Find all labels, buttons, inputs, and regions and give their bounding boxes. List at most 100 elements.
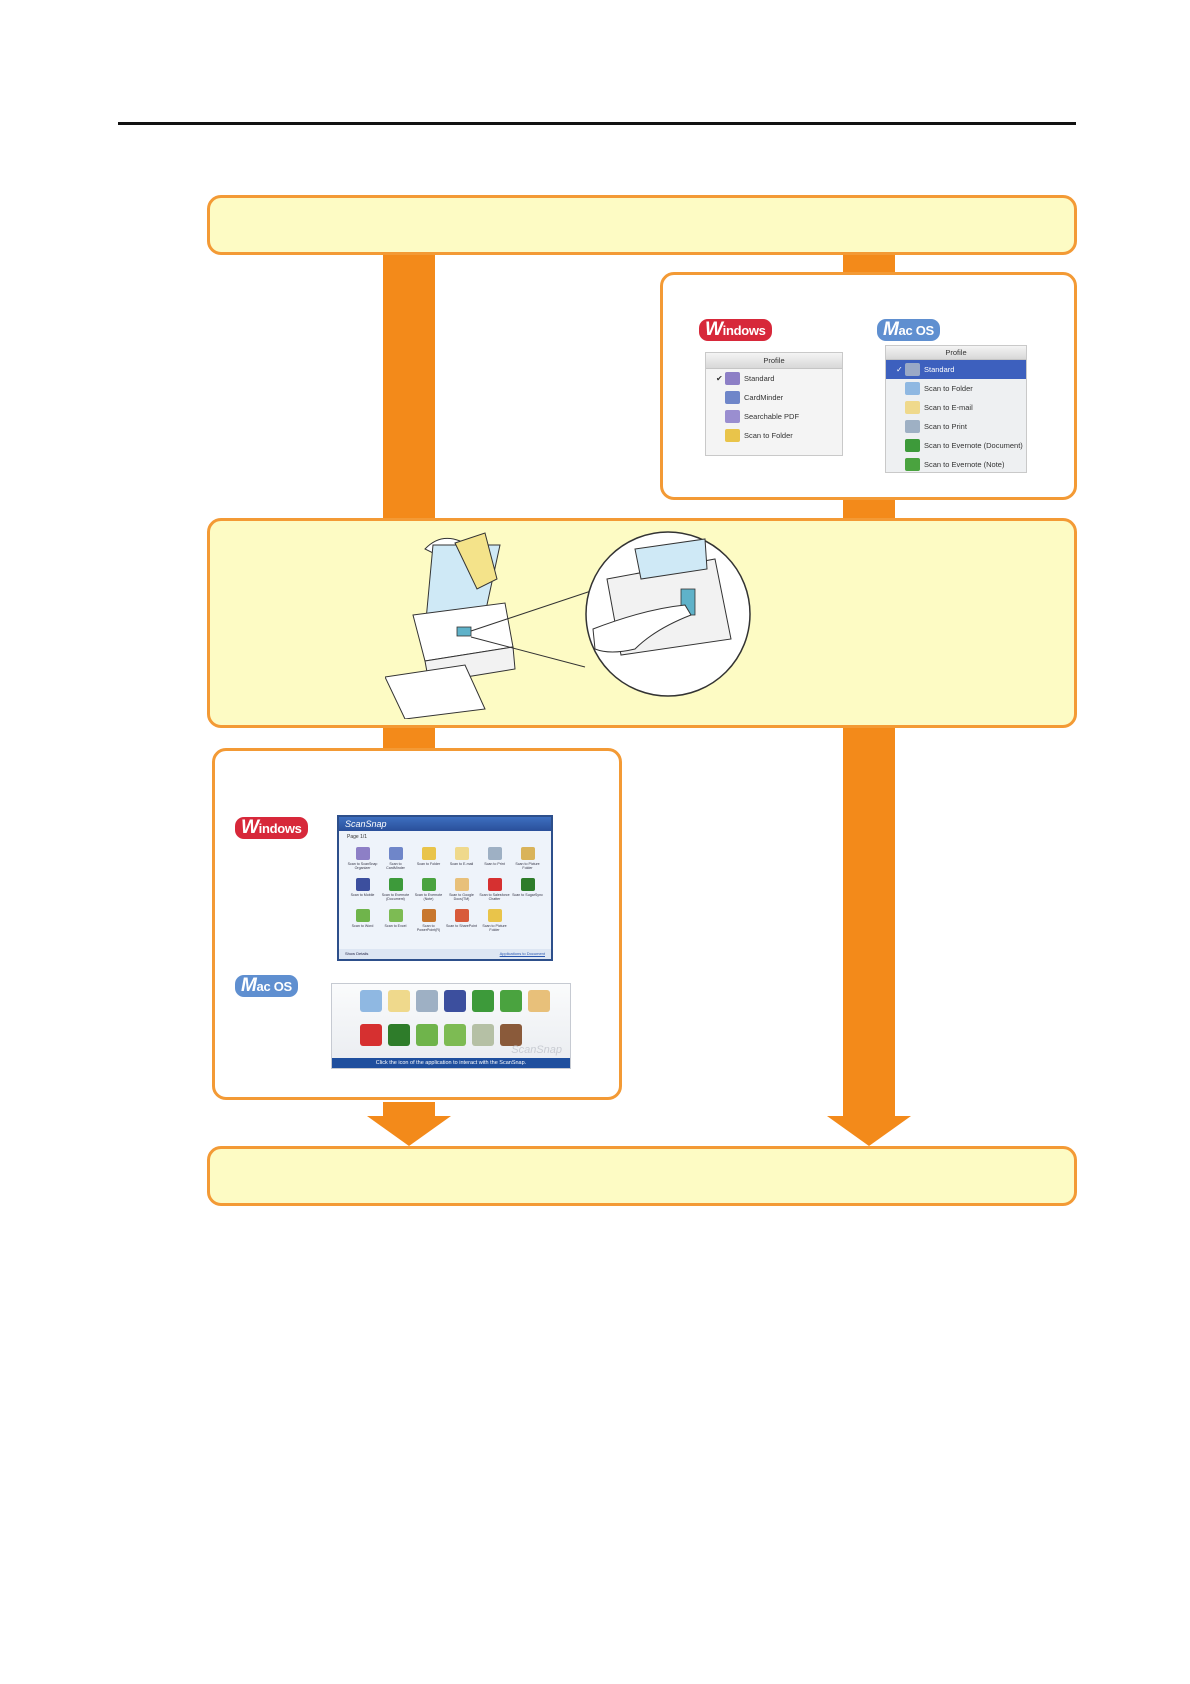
picture-folder-icon[interactable]: [500, 1024, 522, 1046]
windows-quick-menu-window: ScanSnap Page 1/1 Scan to ScanSnap Organ…: [337, 815, 553, 961]
profile-item-evernote-note[interactable]: Scan to Evernote (Note): [886, 455, 1026, 474]
application-item[interactable]: Scan to SharePoint: [446, 909, 477, 936]
application-item[interactable]: Scan to SugarSync: [512, 878, 543, 905]
application-item[interactable]: Scan to Picture Folder: [512, 847, 543, 874]
application-item[interactable]: Scan to Evernote (Document): [380, 878, 411, 905]
flow-arrow-left-upper: [383, 254, 435, 518]
profile-item-scan-to-email[interactable]: Scan to E-mail: [886, 398, 1026, 417]
application-icon: [355, 847, 370, 860]
application-label: Scan to Print: [484, 862, 505, 866]
application-item[interactable]: Scan to Word: [347, 909, 378, 936]
evernote-icon[interactable]: [500, 990, 522, 1012]
quick-menu-panel: Windows Mac OS ScanSnap Page 1/1 Scan to…: [212, 748, 622, 1100]
powerpoint-icon[interactable]: [472, 1024, 494, 1046]
profile-item-standard[interactable]: ✔ Standard: [716, 372, 775, 385]
header-rule: [118, 122, 1076, 125]
application-label: Scan to E-mail: [449, 862, 474, 866]
application-icon: [487, 847, 502, 860]
step-box-bottom: [207, 1146, 1077, 1206]
application-item[interactable]: Scan to Mobile: [347, 878, 378, 905]
application-item[interactable]: Scan to E-mail: [446, 847, 477, 874]
profile-panel: Windows Mac OS Profile ✔ Standard CardMi…: [660, 272, 1077, 500]
flow-arrow-right-lower: [843, 728, 895, 1118]
application-label: Scan to Evernote (Note): [414, 893, 443, 901]
profile-item-standard[interactable]: ✓ Standard: [886, 360, 1026, 379]
application-item[interactable]: Scan to Google Docs(TM): [446, 878, 477, 905]
application-row-2: [360, 1024, 522, 1046]
folder-icon[interactable]: [360, 990, 382, 1012]
application-label: Scan to PowerPoint(R): [416, 924, 441, 932]
application-icon: [520, 878, 535, 891]
mac-quick-menu-window: ScanSnap Click the icon of the applicati…: [331, 983, 571, 1069]
application-item[interactable]: Scan to PowerPoint(R): [413, 909, 444, 936]
printer-icon[interactable]: [416, 990, 438, 1012]
mail-icon[interactable]: [388, 990, 410, 1012]
arrowhead-left: [367, 1116, 451, 1146]
mac-badge: Mac OS: [877, 319, 940, 341]
sugarsync-icon[interactable]: [388, 1024, 410, 1046]
applications-link[interactable]: Applications to Document: [499, 951, 545, 956]
application-icon: [388, 878, 403, 891]
mac-badge: Mac OS: [235, 975, 298, 997]
application-item[interactable]: Scan to Folder: [413, 847, 444, 874]
windows-badge: Windows: [235, 817, 308, 839]
application-item[interactable]: Scan to Print: [479, 847, 510, 874]
mobile-icon[interactable]: [444, 990, 466, 1012]
mail-icon: [905, 401, 920, 414]
profile-menu-header: Profile: [886, 346, 1026, 360]
application-label: Scan to Picture Folder: [482, 924, 507, 932]
excel-icon[interactable]: [444, 1024, 466, 1046]
application-label: Scan to Evernote (Document): [381, 893, 410, 901]
application-icon: [388, 847, 403, 860]
flow-arrow-right-upper: [843, 254, 895, 274]
page-indicator: Page 1/1: [347, 834, 368, 840]
application-label: Scan to SugarSync: [512, 893, 543, 897]
step-box-top: [207, 195, 1077, 255]
profile-item-scan-to-print[interactable]: Scan to Print: [886, 417, 1026, 436]
word-icon[interactable]: [416, 1024, 438, 1046]
application-icon: [388, 909, 403, 922]
application-item[interactable]: Scan to CardMinder: [380, 847, 411, 874]
application-icon: [520, 847, 535, 860]
application-label: Scan to Excel: [384, 924, 407, 928]
flow-arrow-left-bottom: [383, 1102, 435, 1116]
application-label: Scan to Word: [351, 924, 374, 928]
check-icon: ✓: [896, 365, 903, 374]
flow-arrow-left-lower: [383, 728, 435, 748]
check-icon: ✔: [716, 374, 723, 383]
application-label: Scan to Folder: [416, 862, 441, 866]
application-icon: [487, 878, 502, 891]
salesforce-chatter-icon[interactable]: [360, 1024, 382, 1046]
card-icon: [725, 391, 740, 404]
profile-item-scan-to-folder[interactable]: Scan to Folder: [706, 426, 842, 445]
application-label: Scan to ScanSnap Organizer: [347, 862, 378, 870]
application-item[interactable]: Scan to ScanSnap Organizer: [347, 847, 378, 874]
show-details-link[interactable]: Show Details: [345, 951, 369, 956]
application-label: Scan to Google Docs(TM): [449, 893, 474, 901]
application-grid: Scan to ScanSnap Organizer Scan to CardMi…: [339, 843, 551, 940]
application-icon: [454, 847, 469, 860]
profile-item-searchable-pdf[interactable]: Searchable PDF: [706, 407, 842, 426]
application-icon: [487, 909, 502, 922]
application-icon: [421, 847, 436, 860]
folder-icon: [725, 429, 740, 442]
scanner-illustration: [385, 531, 751, 719]
quick-menu-footer: Show Details Applications to Document: [339, 949, 551, 959]
profile-item-scan-to-folder[interactable]: Scan to Folder: [886, 379, 1026, 398]
evernote-pdf-icon[interactable]: [472, 990, 494, 1012]
application-icon: [454, 878, 469, 891]
application-item[interactable]: Scan to Evernote (Note): [413, 878, 444, 905]
application-label: Scan to CardMinder: [386, 862, 405, 870]
application-item[interactable]: Scan to Picture Folder: [479, 909, 510, 936]
profile-item-cardminder[interactable]: CardMinder: [706, 388, 842, 407]
windows-profile-menu: Profile ✔ Standard CardMinder Searchable…: [705, 352, 843, 456]
profile-menu-header: Profile: [706, 353, 842, 369]
document-stack-icon: [725, 410, 740, 423]
application-item[interactable]: Scan to Salesforce Chatter: [479, 878, 510, 905]
application-icon: [421, 909, 436, 922]
google-docs-icon[interactable]: [528, 990, 550, 1012]
profile-item-evernote-document[interactable]: Scan to Evernote (Document): [886, 436, 1026, 455]
application-item[interactable]: Scan to Excel: [380, 909, 411, 936]
printer-icon: [905, 420, 920, 433]
folder-icon: [905, 382, 920, 395]
